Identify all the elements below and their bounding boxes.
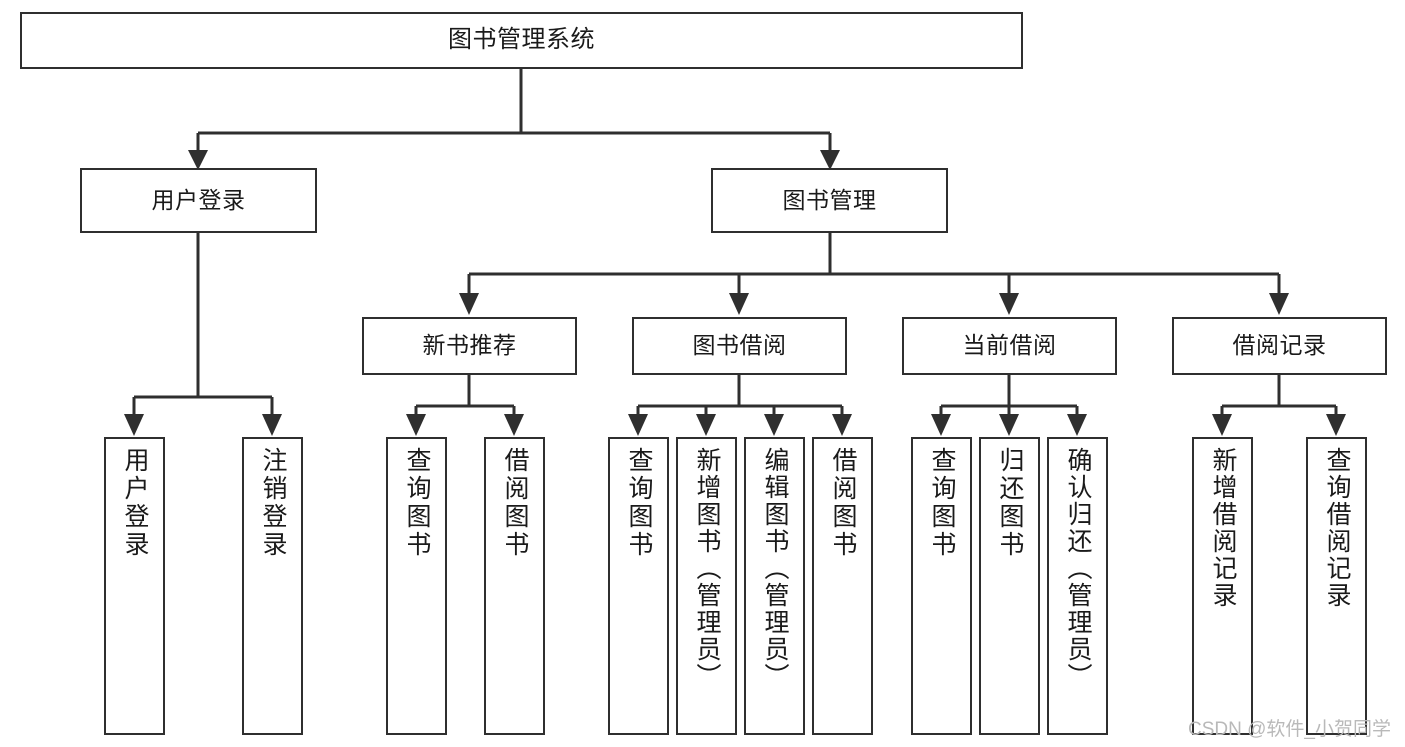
leaf-add-borrow-record[interactable]: 新增借阅记录: [1192, 437, 1253, 735]
leaf-edit-book[interactable]: 编辑图书（管理员）: [744, 437, 805, 735]
leaf-borrow-book[interactable]: 借阅图书: [812, 437, 873, 735]
node-label: 注销登录: [259, 447, 287, 559]
leaf-query-book-borrow[interactable]: 查询图书: [608, 437, 669, 735]
leaf-borrow-book-recommend[interactable]: 借阅图书: [484, 437, 545, 735]
node-label: 图书借阅: [692, 332, 787, 359]
leaf-confirm-return[interactable]: 确认归还（管理员）: [1047, 437, 1108, 735]
node-label: 当前借阅: [962, 332, 1057, 359]
node-label: 查询图书: [625, 447, 653, 559]
node-label: 查询图书: [928, 447, 956, 559]
leaf-query-book-recommend[interactable]: 查询图书: [386, 437, 447, 735]
node-label: 图书管理系统: [448, 26, 595, 54]
node-label: 查询借阅记录: [1323, 447, 1351, 609]
leaf-return-book[interactable]: 归还图书: [979, 437, 1040, 735]
leaf-add-book[interactable]: 新增图书（管理员）: [676, 437, 737, 735]
leaf-logout[interactable]: 注销登录: [242, 437, 303, 735]
node-book-borrow[interactable]: 图书借阅: [632, 317, 847, 375]
node-book-manage[interactable]: 图书管理: [711, 168, 948, 233]
node-label: 查询图书: [403, 447, 431, 559]
node-root-system[interactable]: 图书管理系统: [20, 12, 1023, 69]
node-label: 借阅图书: [501, 447, 529, 559]
node-label: 编辑图书（管理员）: [761, 447, 789, 690]
node-label: 新增图书（管理员）: [693, 447, 721, 690]
node-user-login[interactable]: 用户登录: [80, 168, 317, 233]
node-label: 用户登录: [151, 186, 246, 213]
node-label: 借阅记录: [1232, 332, 1327, 359]
node-current-borrow[interactable]: 当前借阅: [902, 317, 1117, 375]
node-label: 图书管理: [782, 186, 877, 213]
leaf-query-borrow-record[interactable]: 查询借阅记录: [1306, 437, 1367, 735]
csdn-watermark: CSDN @软件_小贺同学: [1188, 719, 1391, 740]
node-borrow-record[interactable]: 借阅记录: [1172, 317, 1387, 375]
node-new-book-recommend[interactable]: 新书推荐: [362, 317, 577, 375]
node-label: 新书推荐: [422, 332, 517, 359]
leaf-query-book-current[interactable]: 查询图书: [911, 437, 972, 735]
node-label: 新增借阅记录: [1209, 447, 1237, 609]
node-label: 借阅图书: [829, 447, 857, 559]
node-label: 归还图书: [996, 447, 1024, 559]
leaf-user-login[interactable]: 用户登录: [104, 437, 165, 735]
node-label: 确认归还（管理员）: [1064, 447, 1092, 690]
node-label: 用户登录: [121, 447, 149, 559]
